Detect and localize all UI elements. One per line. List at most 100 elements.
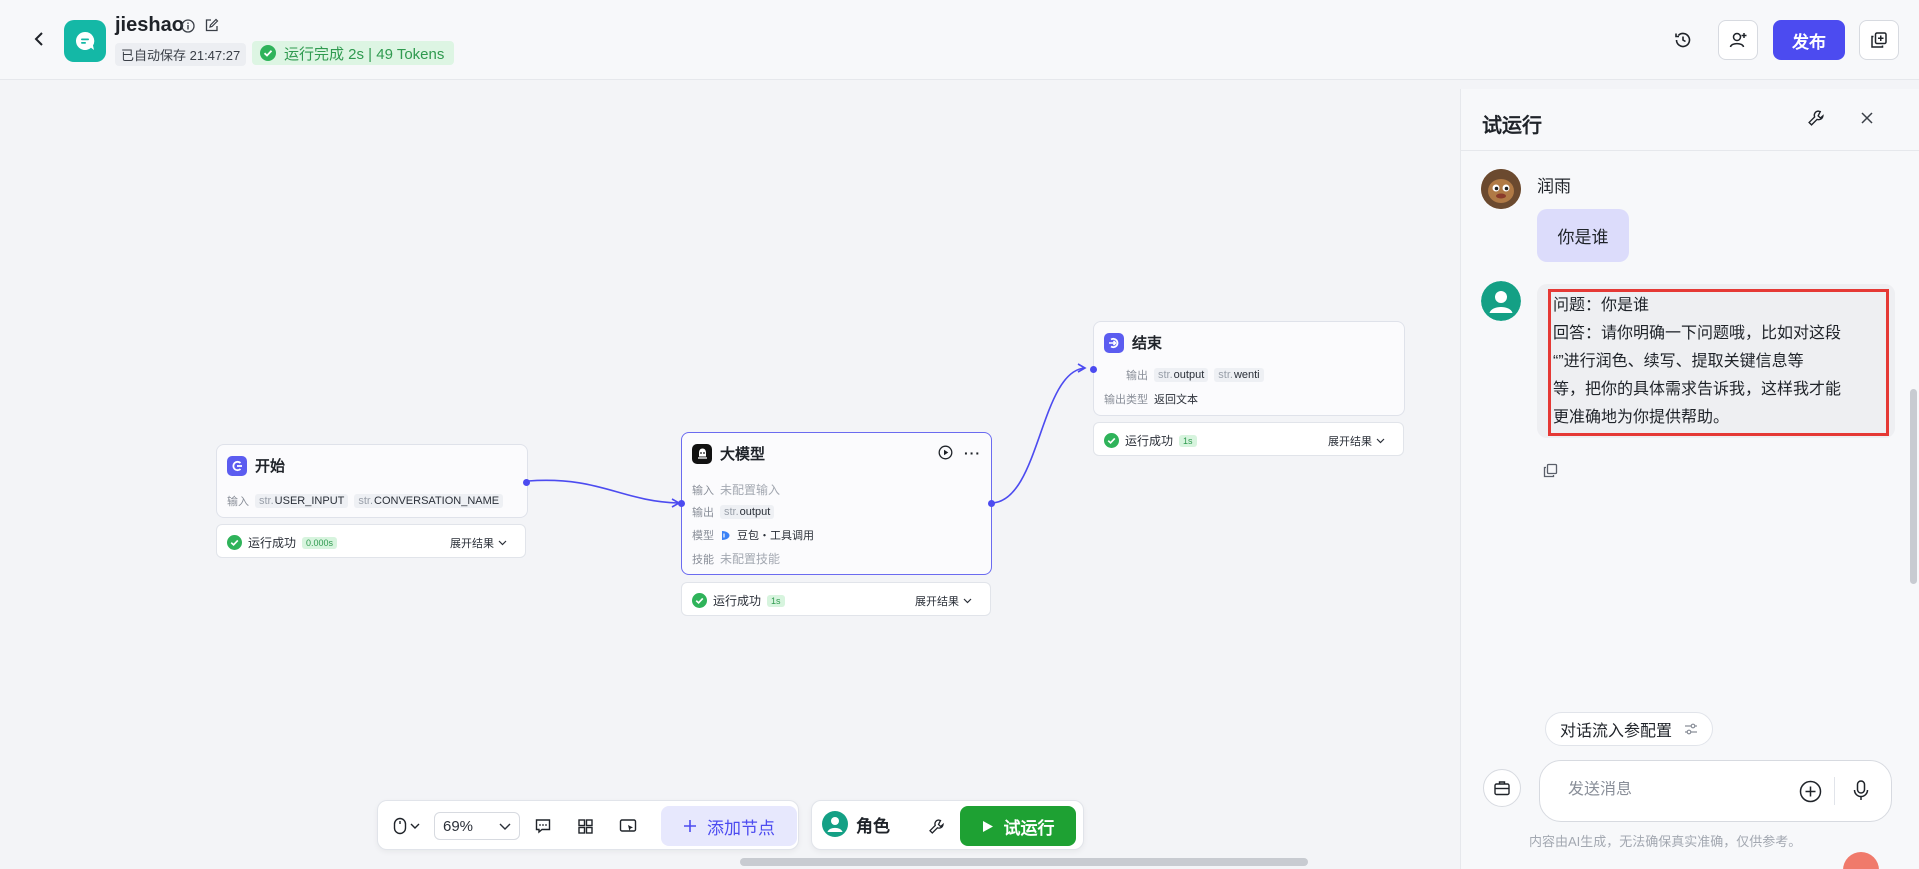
chevron-down-icon xyxy=(498,540,507,546)
panel-settings-button[interactable] xyxy=(1807,109,1825,132)
chevron-down-icon xyxy=(1376,438,1385,444)
llm-icon xyxy=(692,443,712,464)
check-circle-icon xyxy=(260,45,276,61)
expand-result-button[interactable]: 展开结果 xyxy=(1328,433,1385,449)
run-toolbar: 角色 试运行 xyxy=(811,800,1084,850)
bot-message-line: 更准确地为你提供帮助。 xyxy=(1553,409,1730,426)
panel-close-button[interactable] xyxy=(1860,111,1874,130)
user-message: 你是谁 xyxy=(1537,209,1629,262)
start-node-title: 开始 xyxy=(255,458,286,475)
start-result-status: 运行成功 0.000s xyxy=(227,534,338,551)
flow-config-label: 对话流入参配置 xyxy=(1560,723,1673,740)
start-node[interactable]: 开始 输入 str.USER_INPUT str.CONVERSATION_NA… xyxy=(216,444,530,518)
end-input-port[interactable] xyxy=(1090,366,1097,373)
time-tag: 0.000s xyxy=(302,536,338,549)
input-divider xyxy=(1834,777,1835,805)
layout-button[interactable] xyxy=(573,814,597,838)
role-avatar-icon xyxy=(822,811,848,837)
end-node[interactable]: 结束 输出 str.output str.wenti 输出类型 返回文本 xyxy=(1090,321,1405,416)
end-node-header: 结束 xyxy=(1104,332,1162,353)
mode-dropdown-button[interactable] xyxy=(408,814,422,838)
llm-node-title: 大模型 xyxy=(720,446,766,463)
end-outputs-row: 输出 str.output str.wenti xyxy=(1126,367,1264,383)
wrench-icon xyxy=(1808,110,1824,126)
back-button[interactable] xyxy=(28,28,50,50)
start-result-bar: 运行成功 0.000s 展开结果 xyxy=(216,524,526,558)
llm-input-port[interactable] xyxy=(678,500,685,507)
horizontal-scrollbar[interactable] xyxy=(740,858,1308,866)
info-icon[interactable] xyxy=(181,19,195,38)
bot-message-bubble: 问题：你是谁 回答：请你明确一下问题哦，比如对这段 “”进行润色、续写、提取关键… xyxy=(1537,284,1895,438)
app-logo xyxy=(64,20,106,62)
history-icon xyxy=(1675,32,1691,48)
history-button[interactable] xyxy=(1663,20,1703,60)
more-options-icon[interactable]: ··· xyxy=(964,445,981,461)
llm-result-bar: 运行成功 1s 展开结果 xyxy=(681,582,991,616)
duplicate-icon xyxy=(1871,32,1887,48)
bot-message-line: 问题：你是谁 xyxy=(1553,297,1650,314)
sliders-icon xyxy=(1685,723,1698,735)
start-input-label: 输入 xyxy=(227,496,249,508)
zoom-select[interactable]: 69% xyxy=(434,812,520,840)
toolbox-button[interactable] xyxy=(1483,769,1521,807)
flow-config-button[interactable]: 对话流入参配置 xyxy=(1545,712,1714,746)
test-run-button[interactable]: 试运行 xyxy=(960,806,1076,846)
briefcase-icon xyxy=(1494,781,1510,796)
debug-settings-button[interactable] xyxy=(924,814,948,838)
end-icon xyxy=(1104,332,1124,353)
bot-message-line: “”进行润色、续写、提取关键信息等 xyxy=(1553,353,1804,370)
llm-node[interactable]: 大模型 ··· 输入 未配置输入 输出 str.output 模型 豆包・工具调… xyxy=(678,432,995,575)
publish-button[interactable]: 发布 xyxy=(1773,20,1845,60)
minimap-button[interactable] xyxy=(616,814,640,838)
end-result-status: 运行成功 1s xyxy=(1104,432,1197,449)
llm-input-row: 输入 未配置输入 xyxy=(692,483,781,497)
ai-disclaimer: 内容由AI生成，无法确保真实准确，仅供参考。 xyxy=(1529,834,1802,849)
output-chip: str.wenti xyxy=(1214,368,1264,382)
message-input[interactable] xyxy=(1568,781,1768,799)
chat-bubble-icon xyxy=(75,31,95,50)
copy-workflow-button[interactable] xyxy=(1859,20,1899,60)
expand-result-button[interactable]: 展开结果 xyxy=(450,535,507,551)
bot-message-highlight: 问题：你是谁 回答：请你明确一下问题哦，比如对这段 “”进行润色、续写、提取关键… xyxy=(1548,289,1889,436)
end-output-type-value: 返回文本 xyxy=(1154,394,1198,406)
floating-assistant-icon[interactable] xyxy=(1843,852,1879,869)
test-run-label: 试运行 xyxy=(1003,818,1055,838)
time-tag: 1s xyxy=(767,594,785,607)
bot-avatar xyxy=(1481,281,1521,321)
add-node-button[interactable]: 添加节点 xyxy=(661,806,797,846)
llm-skill-value: 未配置技能 xyxy=(720,552,781,566)
play-circle-icon xyxy=(938,445,953,460)
bot-message-line: 等，把你的具体需求告诉我，这样我才能 xyxy=(1553,381,1842,398)
end-node-title: 结束 xyxy=(1132,335,1163,352)
edit-icon[interactable] xyxy=(204,18,219,38)
role-button[interactable]: 角色 xyxy=(822,811,890,837)
copy-message-button[interactable] xyxy=(1543,463,1558,483)
voice-input-button[interactable] xyxy=(1852,779,1870,808)
comment-button[interactable] xyxy=(531,814,555,838)
microphone-icon xyxy=(1853,780,1869,800)
input-chip: str.USER_INPUT xyxy=(255,494,349,508)
llm-node-header: 大模型 xyxy=(692,443,765,464)
app-name: jieshao xyxy=(115,14,184,36)
mouse-icon xyxy=(393,817,407,835)
start-inputs-row: 输入 str.USER_INPUT str.CONVERSATION_NAME xyxy=(227,493,504,509)
attach-button[interactable] xyxy=(1799,780,1822,808)
run-status-badge: 运行完成 2s | 49 Tokens xyxy=(252,41,455,65)
time-tag: 1s xyxy=(1179,434,1197,447)
chevron-down-icon xyxy=(410,823,420,829)
start-node-header: 开始 xyxy=(227,455,285,476)
role-label: 角色 xyxy=(856,816,890,836)
workflow-canvas[interactable]: 开始 输入 str.USER_INPUT str.CONVERSATION_NA… xyxy=(0,81,1460,869)
plus-circle-icon xyxy=(1799,780,1822,803)
input-chip: str.CONVERSATION_NAME xyxy=(354,494,504,508)
collaborator-button[interactable] xyxy=(1718,20,1758,60)
panel-vertical-scrollbar[interactable] xyxy=(1910,389,1917,584)
interaction-mode-button[interactable] xyxy=(388,814,412,838)
llm-output-port[interactable] xyxy=(988,500,995,507)
user-name: 润雨 xyxy=(1537,177,1571,196)
expand-result-button[interactable]: 展开结果 xyxy=(915,593,972,609)
end-output-type-row: 输出类型 返回文本 xyxy=(1104,391,1198,407)
start-output-port[interactable] xyxy=(523,479,530,486)
zoom-value: 69% xyxy=(443,817,474,835)
run-node-button[interactable] xyxy=(938,445,953,465)
